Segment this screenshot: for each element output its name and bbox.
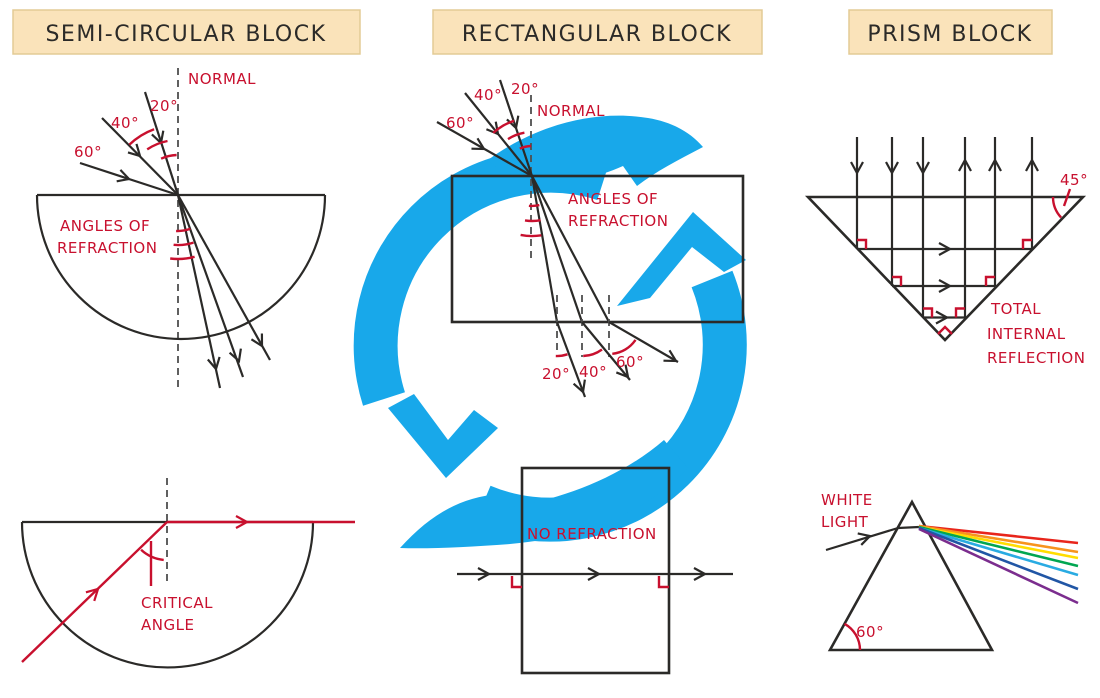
logo-bottom-swoosh <box>400 440 688 549</box>
right-angle-mark <box>892 275 903 286</box>
right-angle-mark <box>954 307 965 318</box>
internal-ray-20 <box>530 175 559 323</box>
angle-45-arc <box>1051 196 1063 219</box>
angle-60-label: 60° <box>446 114 474 132</box>
rectangular-block-refraction-diagram: NORMAL 20° 40° 60° ANGLES OF REFRACTION … <box>436 79 745 398</box>
refraction-angle-arc <box>173 241 194 247</box>
incidence-angle-arc <box>128 128 155 146</box>
incident-ray-critical <box>21 521 168 663</box>
right-angle-mark <box>857 238 868 249</box>
angle-20-label: 20° <box>511 80 539 98</box>
spectrum-ray-orange <box>918 524 1079 554</box>
angle-60-label: 60° <box>74 143 102 161</box>
critical-angle-arc <box>140 548 164 562</box>
refraction-angle-arc <box>524 219 541 223</box>
prism-total-internal-reflection-diagram: 45° TOTAL INTERNAL REFLECTION <box>804 137 1088 367</box>
critical-angle-caption-line1: CRITICAL <box>141 594 213 612</box>
header-box-prism <box>848 9 1053 55</box>
exit-ray-20 <box>555 321 587 398</box>
angle-60-arc <box>843 622 862 651</box>
angle-40-label: 40° <box>111 114 139 132</box>
logo-top-swoosh <box>488 115 703 186</box>
dispersion-prism-diagram: 60° WHITE LIGHT <box>821 491 1079 652</box>
tir-caption-line2: INTERNAL <box>987 325 1066 343</box>
logo-arrowhead-chevron <box>617 212 746 306</box>
angles-of-refraction-caption-line1: ANGLES OF <box>568 190 658 208</box>
internal-ray-60 <box>531 175 610 323</box>
exit-angle-arc-40 <box>583 348 603 358</box>
incidence-angle-arc <box>160 153 177 160</box>
prism-block-outline <box>804 195 1087 342</box>
angles-of-refraction-caption-line2: REFRACTION <box>57 239 157 257</box>
header-semi-circular: SEMI-CIRCULAR BLOCK <box>45 22 326 47</box>
tir-caption-line3: REFLECTION <box>987 349 1085 367</box>
right-angle-mark <box>984 275 995 286</box>
white-light-caption-line1: WHITE <box>821 491 873 509</box>
incidence-angle-arc <box>519 144 532 150</box>
no-refraction-diagram: NO REFRACTION <box>457 466 733 675</box>
incidence-angle-arc <box>507 131 525 141</box>
refraction-angle-arc <box>170 255 195 261</box>
circular-arrows-logo <box>353 115 747 549</box>
semi-circular-block-outline <box>35 194 327 341</box>
spectrum-ray-green <box>918 525 1079 568</box>
refracted-ray-20 <box>176 194 222 389</box>
rectangular-block-outline <box>450 174 745 324</box>
rectangular-block-outline <box>520 466 671 675</box>
angle-40-label: 40° <box>474 86 502 104</box>
critical-angle-diagram: CRITICAL ANGLE <box>20 478 355 669</box>
header-rectangular: RECTANGULAR BLOCK <box>462 22 732 47</box>
white-light-caption-line2: LIGHT <box>821 513 869 531</box>
header-box-rectangular <box>432 9 763 55</box>
refracted-ray-40 <box>176 194 245 378</box>
exit-ray-60 <box>608 321 679 363</box>
spectrum-ray-red <box>918 524 1079 545</box>
exit-angle-arc-20 <box>555 353 568 358</box>
prism-outline <box>827 499 995 652</box>
no-refraction-caption: NO REFRACTION <box>527 525 657 543</box>
normal-label: NORMAL <box>188 70 256 88</box>
angle-20-label: 20° <box>150 97 178 115</box>
right-angle-mark <box>510 576 522 589</box>
incidence-angle-arc <box>492 119 515 134</box>
angles-of-refraction-caption-line1: ANGLES OF <box>60 217 150 235</box>
label-leader-line <box>1062 188 1072 207</box>
refraction-angle-arc <box>528 203 540 208</box>
refraction-angle-arc <box>176 227 191 233</box>
semi-circular-refraction-diagram: NORMAL 20° 40° 60° ANGLES OF REFRACTION <box>35 68 327 390</box>
white-light-ray <box>825 526 899 552</box>
exit-angle-arc-60 <box>612 339 637 355</box>
exit-ray-40 <box>581 321 631 381</box>
semi-circular-block-outline <box>20 521 315 669</box>
tir-caption-line1: TOTAL <box>990 300 1041 318</box>
angle-60-label: 60° <box>856 623 884 641</box>
logo-tail-chevron <box>388 394 498 478</box>
right-angle-mark-vertex <box>937 325 953 335</box>
angle-45-label: 45° <box>1060 171 1088 189</box>
spectrum-ray-violet <box>918 527 1079 605</box>
spectrum-ray-cyan <box>918 526 1079 577</box>
refraction-angle-arc <box>520 233 542 238</box>
exit-angle-40-label: 40° <box>579 363 607 381</box>
internal-light-segment <box>897 525 920 530</box>
header-prism: PRISM BLOCK <box>867 22 1032 47</box>
right-angle-mark <box>657 576 669 589</box>
column-headers: SEMI-CIRCULAR BLOCK RECTANGULAR BLOCK PR… <box>12 9 1053 55</box>
normal-label: NORMAL <box>537 102 605 120</box>
right-angle-mark <box>1021 238 1032 249</box>
exit-angle-60-label: 60° <box>616 353 644 371</box>
exit-angle-20-label: 20° <box>542 365 570 383</box>
incidence-angle-arc <box>146 139 168 151</box>
angles-of-refraction-caption-line2: REFRACTION <box>568 212 668 230</box>
right-angle-mark <box>923 307 934 318</box>
header-box-semi-circular <box>12 9 361 55</box>
critical-angle-caption-line2: ANGLE <box>141 616 194 634</box>
internal-ray-40 <box>530 175 584 323</box>
spectrum-ray-blue <box>918 526 1079 591</box>
refracted-ray-60 <box>177 194 271 361</box>
